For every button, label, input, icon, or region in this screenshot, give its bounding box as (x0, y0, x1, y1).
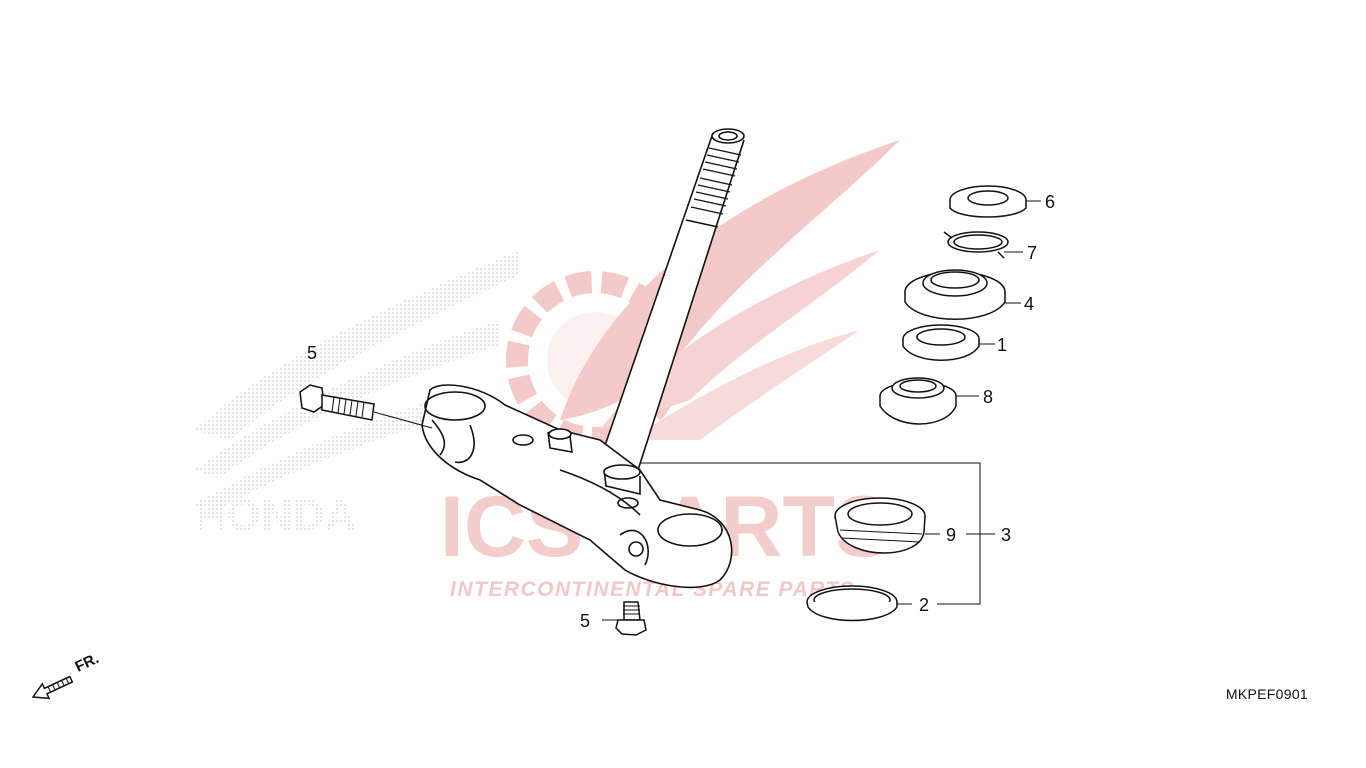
callout-5-lower: 5 (580, 611, 590, 631)
callout-4: 4 (1024, 294, 1034, 314)
dust-seal (902, 324, 980, 361)
front-direction-indicator: FR. (31, 650, 102, 700)
callout-labels: 1 2 3 4 5 5 6 7 8 9 (307, 192, 1055, 631)
lock-nut (949, 185, 1027, 218)
honda-watermark-text: HONDA (195, 491, 356, 540)
leader-lines (373, 200, 1041, 621)
ics-tagline-watermark: INTERCONTINENTAL SPARE PARTS (450, 578, 855, 601)
front-arrow-icon (31, 675, 74, 700)
callout-3: 3 (1001, 525, 1011, 545)
pinch-bolt-upper (299, 384, 375, 421)
lock-washer (943, 231, 1009, 259)
callout-7: 7 (1027, 243, 1037, 263)
callout-6: 6 (1045, 192, 1055, 212)
honda-wordmark-watermark: HONDA (195, 491, 356, 540)
steering-stem (421, 128, 745, 589)
callout-8: 8 (983, 387, 993, 407)
lower-bearing (834, 497, 926, 554)
lower-dust-seal (806, 585, 898, 622)
callout-5-upper: 5 (307, 343, 317, 363)
adjusting-nut (904, 269, 1006, 320)
callout-1: 1 (997, 335, 1007, 355)
front-label: FR. (73, 650, 102, 676)
callout-9: 9 (946, 525, 956, 545)
callout-2: 2 (919, 595, 929, 615)
pinch-bolt-lower (615, 601, 647, 636)
upper-bearing (879, 377, 957, 425)
diagram-code: MKPEF0901 (1225, 686, 1308, 702)
